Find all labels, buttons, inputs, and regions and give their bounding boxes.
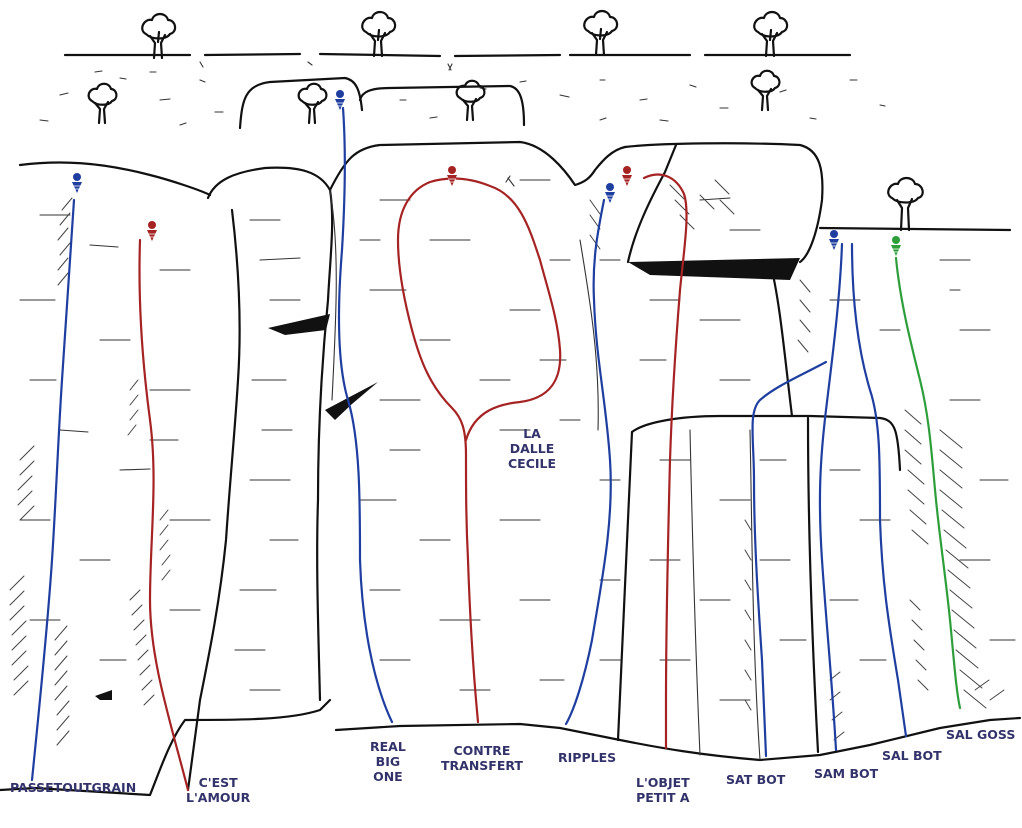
route-label-sal-bot: SAL BOT [882,748,942,763]
tree-icon [299,84,327,123]
tree-icon [362,12,395,56]
route-label-cest-lamour: C'EST L'AMOUR [186,775,250,805]
start-marker-icon [829,230,839,250]
start-marker-icon [447,166,457,186]
route-label-contre-transfert: CONTRE TRANSFERT [441,743,523,773]
tree-icon [752,71,780,110]
tree-icon [142,14,175,58]
start-marker-icon [147,221,157,241]
route-line-sal-goss [896,258,960,708]
route-line-sal-bot [852,244,906,736]
route-label-la-dalle-cecile: LA DALLE CECILE [508,426,556,471]
route-label-real-big-one: REAL BIG ONE [370,739,406,784]
route-label-lobjet-petit-a: L'OBJET PETIT A [636,775,690,805]
route-label-passetoutgrain: PASSETOUTGRAIN [10,780,136,795]
start-marker-icon [72,173,82,193]
route-label-sal-goss: SAL GOSS [946,727,1015,742]
start-marker-icon [891,236,901,256]
start-markers [72,90,901,256]
route-line-ripples [566,200,611,724]
tree-icon [888,178,922,230]
route-line-sam-bot [820,244,842,750]
route-label-sam-bot: SAM BOT [814,766,878,781]
tree-icon [584,11,617,55]
start-marker-icon [335,90,345,110]
route-label-ripples: RIPPLES [558,750,616,765]
route-label-sat-bot: SAT BOT [726,772,785,787]
tree-icon [89,84,117,123]
start-marker-icon [605,183,615,203]
rock-hatching [10,180,1004,745]
back-blocks [240,78,524,128]
route-line-lobjet-petit-a [644,175,687,748]
start-marker-icon [622,166,632,186]
route-line-passetoutgrain [32,200,74,780]
tree-icon [754,12,787,56]
